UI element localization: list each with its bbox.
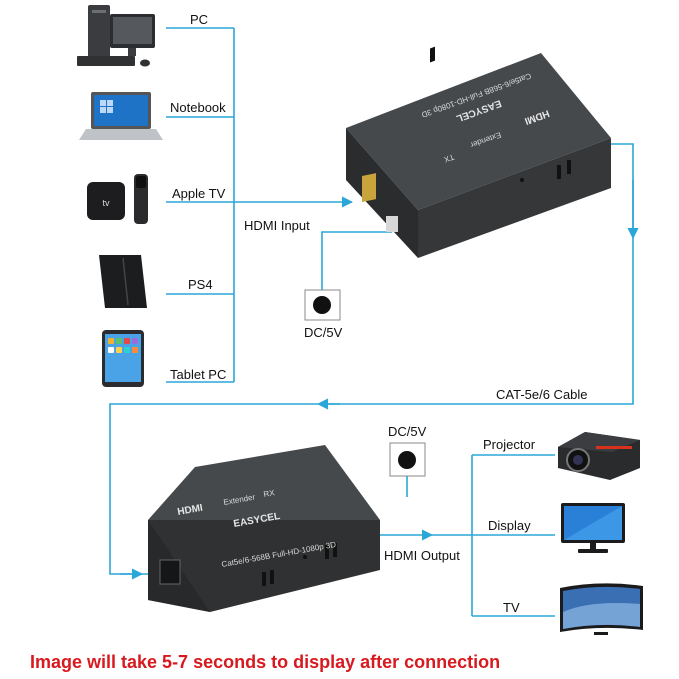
notebook-illustration: [79, 92, 163, 140]
tablet-illustration: [102, 330, 144, 387]
tx-power-line: [321, 231, 392, 292]
cable-label: CAT-5e/6 Cable: [496, 387, 588, 402]
rx-mode: RX: [263, 488, 276, 499]
rx-brand: HDMI: [177, 503, 204, 518]
source-label-apple-tv: Apple TV: [172, 186, 226, 201]
tx-mode: TX: [442, 152, 455, 164]
tx-power-plug: [304, 289, 341, 321]
projector-illustration: [558, 432, 640, 480]
cable-line: [326, 143, 634, 405]
connection-lines: [109, 27, 639, 617]
source-label-pc: PC: [190, 12, 208, 27]
rx-power-label: DC/5V: [388, 424, 427, 439]
hdmi-output-label: HDMI Output: [384, 548, 460, 563]
apple-tv-illustration: tv: [87, 174, 148, 224]
source-label-ps4: PS4: [188, 277, 213, 292]
rx-extender-unit: HDMI Extender RX EASYCEL Cat5e/6-568B Fu…: [148, 445, 380, 612]
rx-power-plug: [389, 442, 426, 477]
display-illustration: [561, 503, 625, 553]
ps4-illustration: [99, 255, 147, 308]
hdmi-input-label: HDMI Input: [244, 218, 310, 233]
output-label-projector: Projector: [483, 437, 536, 452]
tx-extender-unit: HDMI Extender TX EASYCEL Cat5e/6-568B Fu…: [346, 46, 611, 258]
source-label-notebook: Notebook: [170, 100, 226, 115]
apple-tv-logo: tv: [102, 198, 110, 208]
source-label-tablet: Tablet PC: [170, 367, 226, 382]
pc-illustration: [77, 5, 155, 67]
footer-note: Image will take 5-7 seconds to display a…: [30, 652, 500, 672]
tv-illustration: [560, 583, 643, 635]
output-label-tv: TV: [503, 600, 520, 615]
output-label-display: Display: [488, 518, 531, 533]
tx-power-label: DC/5V: [304, 325, 343, 340]
